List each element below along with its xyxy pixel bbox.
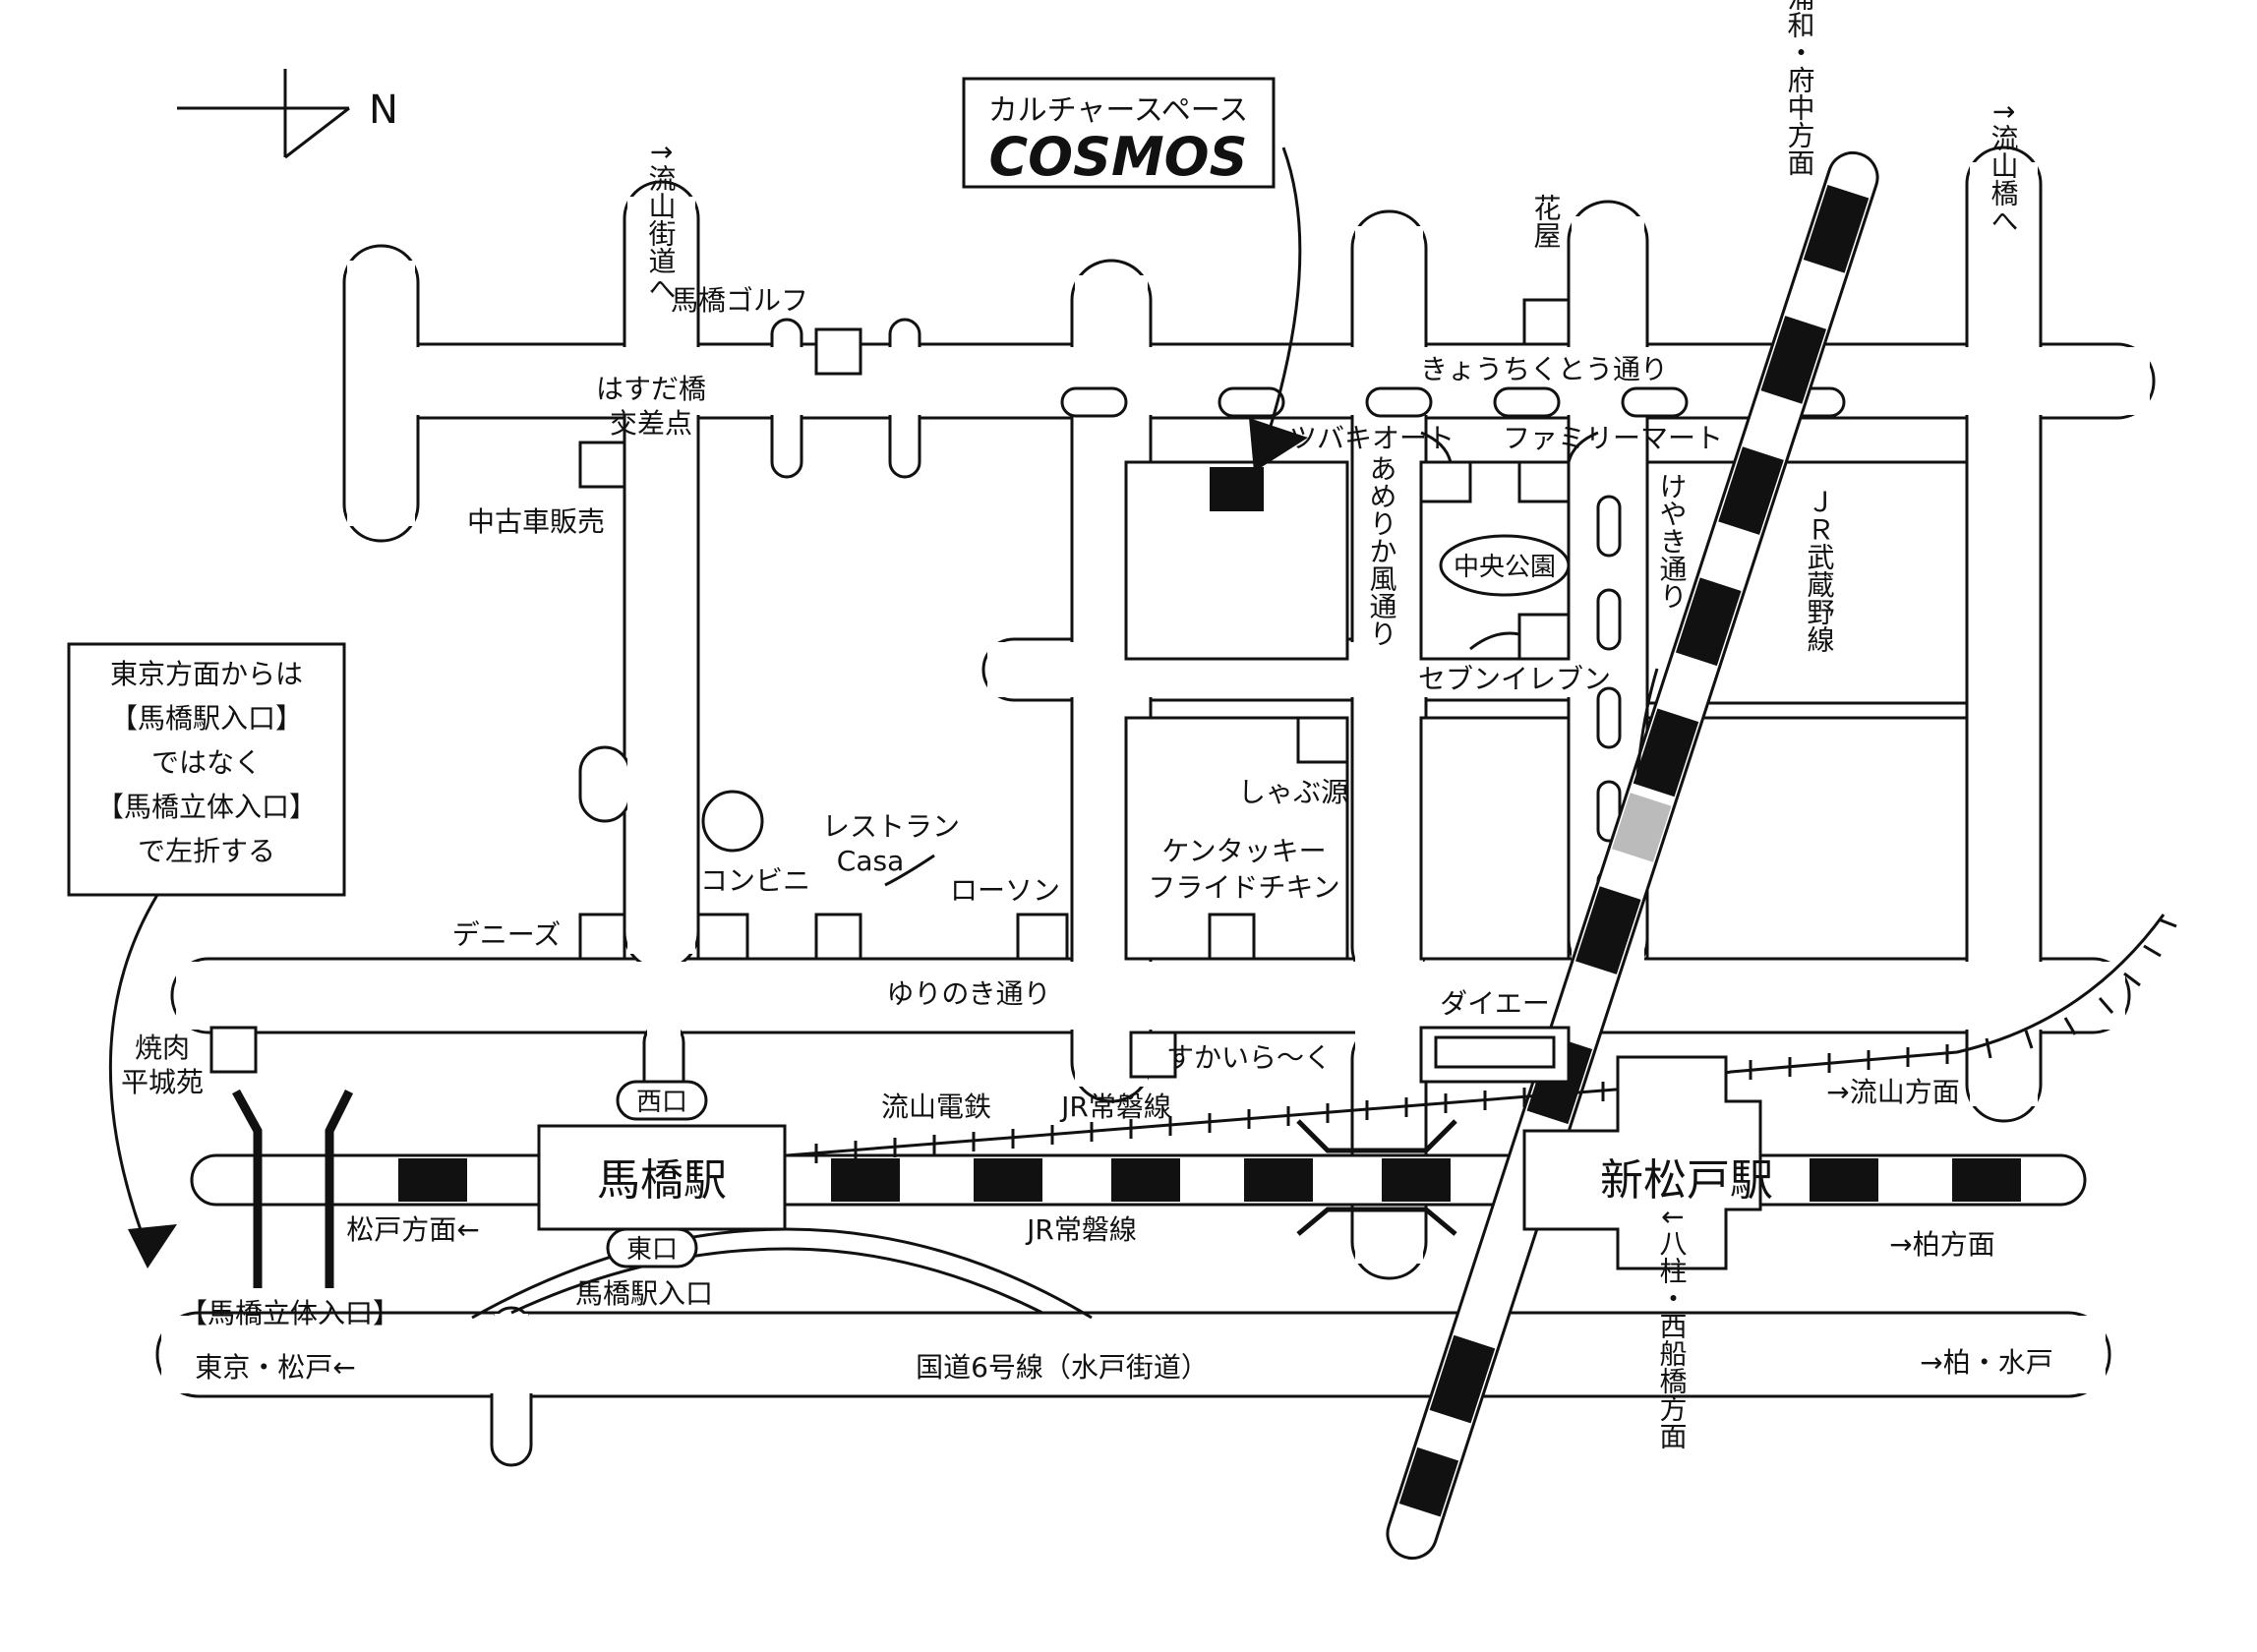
svg-text:中古車販売: 中古車販売 <box>467 505 605 538</box>
svg-text:→流山方面: →流山方面 <box>1826 1076 1959 1108</box>
svg-text:新松戸駅: 新松戸駅 <box>1600 1155 1773 1206</box>
east-exit-curve <box>471 1227 1093 1320</box>
svg-text:ファミリーマート: ファミリーマート <box>1503 422 1723 454</box>
svg-text:東京・松戸←: 東京・松戸← <box>195 1351 355 1384</box>
svg-text:JR常磐線: JR常磐線 <box>1025 1213 1137 1246</box>
station-mabashi[interactable]: 馬橋駅 西口 東口 <box>537 1080 787 1268</box>
svg-text:コンビニ: コンビニ <box>700 864 810 897</box>
store-boxes <box>209 298 1571 1084</box>
svg-text:馬橋ゴルフ: 馬橋ゴルフ <box>671 284 808 317</box>
svg-text:↓八柱・西船橋方面: ↓八柱・西船橋方面 <box>1656 1206 1689 1448</box>
cosmos-building[interactable] <box>1210 467 1264 511</box>
svg-text:カルチャースペース: カルチャースペース <box>988 93 1249 128</box>
venue-name: COSMOS <box>989 126 1248 188</box>
leader-lines <box>884 431 1659 887</box>
svg-text:平城苑: 平城苑 <box>121 1066 204 1098</box>
park-shape <box>1439 534 1571 597</box>
north-arrow: N <box>177 69 398 159</box>
svg-text:で左折する: で左折する <box>138 835 275 867</box>
label-nagareyama-line: 流山電鉄 <box>881 1091 991 1123</box>
label-musashino-line: ＪＲ武蔵野線 <box>1804 488 1836 653</box>
svg-text:↑流山橋へ: ↑流山橋へ <box>1988 100 2020 233</box>
label-joban-line: JR常磐線 <box>1059 1091 1171 1123</box>
label-kyouchiku: きょうちくとう通り <box>1420 353 1668 385</box>
east-exit-inner <box>510 1247 1043 1315</box>
svg-text:→柏方面: →柏方面 <box>1889 1228 1994 1261</box>
underpass <box>1296 1119 1457 1236</box>
svg-text:東京方面からは: 東京方面からは <box>110 658 303 690</box>
svg-text:【馬橋立体入口】: 【馬橋立体入口】 <box>96 791 317 823</box>
svg-text:ケンタッキー: ケンタッキー <box>1161 835 1326 867</box>
svg-text:→柏・水戸: →柏・水戸 <box>1920 1346 2052 1379</box>
svg-text:【馬橋駅入口】: 【馬橋駅入口】 <box>110 702 303 735</box>
label-america: あめりか風通り <box>1366 454 1398 647</box>
label-keyaki: けやき通り <box>1656 472 1689 610</box>
route-note: 東京方面からは 【馬橋駅入口】 ではなく 【馬橋立体入口】 で左折する <box>67 642 346 1268</box>
road-side-1[interactable] <box>578 745 631 823</box>
road-side-2[interactable] <box>701 790 764 853</box>
svg-text:ツバキオート: ツバキオート <box>1289 422 1455 454</box>
svg-text:↑南浦和・府中方面: ↑南浦和・府中方面 <box>1784 0 1816 176</box>
svg-text:すかいら～く: すかいら～く <box>1166 1041 1332 1074</box>
east-exit-label: 東口 <box>626 1235 678 1265</box>
label-rittai-entrance: 【馬橋立体入口】 <box>180 1297 400 1329</box>
svg-text:レストラン: レストラン <box>822 810 960 843</box>
svg-text:交差点: 交差点 <box>610 407 692 440</box>
label-yurinoki: ゆりのき通り <box>886 977 1050 1010</box>
svg-text:デニーズ: デニーズ <box>452 918 562 951</box>
label-route6: 国道6号線（水戸街道） <box>916 1351 1209 1384</box>
north-label: N <box>369 88 398 133</box>
svg-text:松戸方面←: 松戸方面← <box>346 1213 479 1246</box>
overpass <box>232 1089 354 1288</box>
rail-musashino <box>1386 150 1879 1561</box>
svg-text:ダイエー: ダイエー <box>1440 987 1550 1020</box>
rail-joban <box>190 1153 2087 1207</box>
rail-nagareyama <box>786 914 2177 1163</box>
road-fill <box>161 162 2150 1451</box>
median-islands <box>1060 386 1846 931</box>
svg-text:焼肉: 焼肉 <box>135 1032 190 1064</box>
svg-text:馬橋駅: 馬橋駅 <box>597 1155 727 1206</box>
svg-text:セブンイレブン: セブンイレブン <box>1418 663 1611 695</box>
svg-text:花屋: 花屋 <box>1530 194 1563 249</box>
svg-text:↑流山街道へ: ↑流山街道へ <box>645 141 678 301</box>
svg-text:ではなく: ではなく <box>151 746 262 779</box>
label-park: 中央公園 <box>1454 553 1556 582</box>
svg-text:しゃぶ源: しゃぶ源 <box>1238 776 1348 808</box>
west-exit-label: 西口 <box>636 1088 687 1117</box>
svg-text:Casa: Casa <box>837 845 904 877</box>
svg-text:はすだ橋: はすだ橋 <box>596 373 706 405</box>
station-shinmatsudo[interactable]: 新松戸駅 <box>1522 1055 1773 1270</box>
vertical-labels: ↑流山街道へ 花屋 ↑南浦和・府中方面 ↑流山橋へ あめりか風通り けやき通り … <box>645 0 2020 1449</box>
svg-text:フライドチキン: フライドチキン <box>1148 871 1339 904</box>
svg-text:ローソン: ローソン <box>950 874 1060 907</box>
venue-title: カルチャースペース COSMOS <box>962 77 1308 472</box>
map-labels: JR常磐線 流山電鉄 JR常磐線 国道6号線（水戸街道） ゆりのき通り きょうち… <box>121 284 2053 1384</box>
label-station-entrance: 馬橋駅入口 <box>575 1277 713 1310</box>
